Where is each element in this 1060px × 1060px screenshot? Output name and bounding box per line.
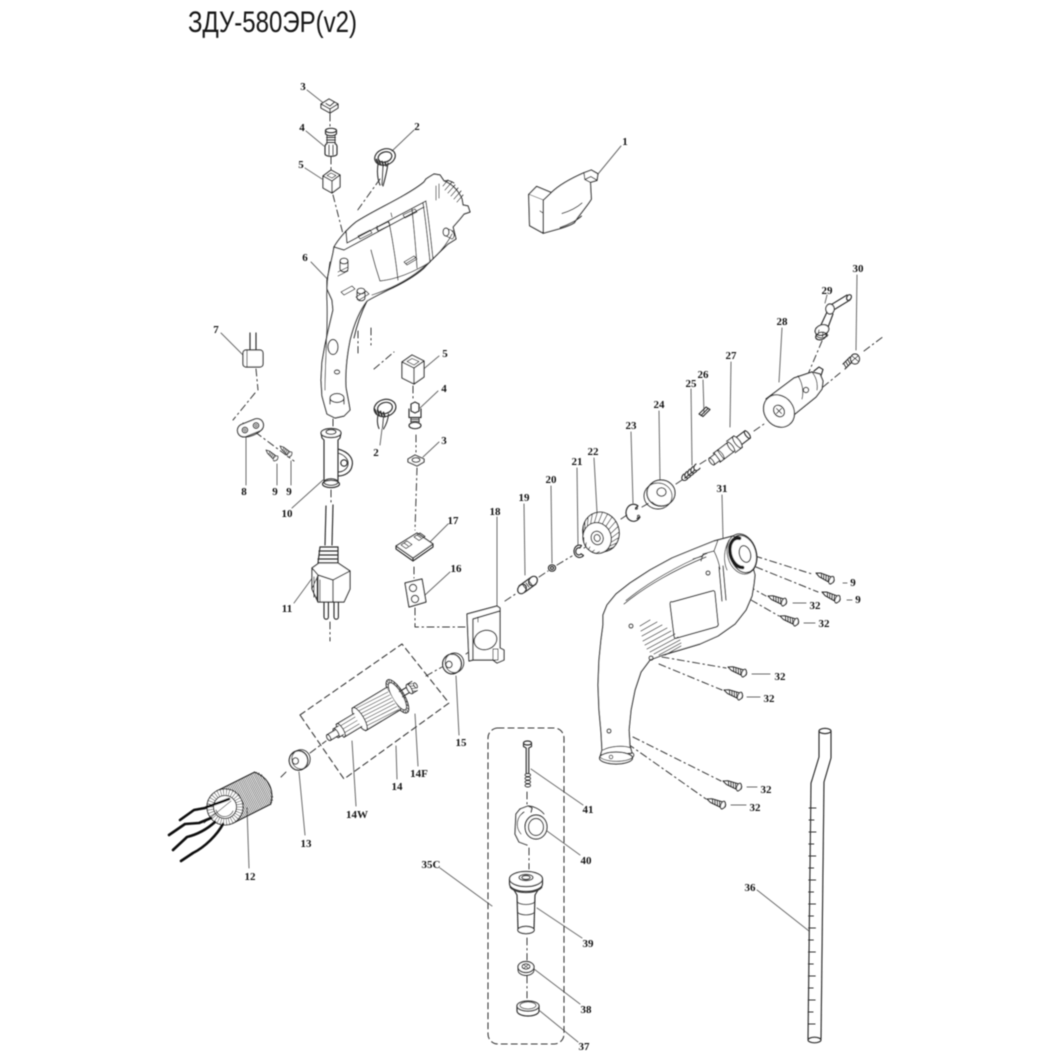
svg-text:ЗДУ-580ЭР(v2): ЗДУ-580ЭР(v2) xyxy=(188,6,357,39)
svg-text:39: 39 xyxy=(583,938,595,950)
svg-text:2: 2 xyxy=(414,121,420,133)
svg-text:18: 18 xyxy=(490,506,502,518)
svg-text:5: 5 xyxy=(298,159,304,171)
svg-text:7: 7 xyxy=(213,324,219,336)
svg-text:9: 9 xyxy=(850,577,856,589)
svg-text:35C: 35C xyxy=(422,859,441,871)
svg-text:24: 24 xyxy=(654,399,666,411)
svg-text:5: 5 xyxy=(442,348,448,360)
svg-text:20: 20 xyxy=(546,474,558,486)
svg-text:13: 13 xyxy=(301,838,313,850)
svg-text:29: 29 xyxy=(822,285,834,297)
svg-text:10: 10 xyxy=(282,508,294,520)
svg-text:6: 6 xyxy=(302,252,308,264)
svg-text:4: 4 xyxy=(299,122,305,134)
svg-text:3: 3 xyxy=(300,81,306,93)
svg-text:14: 14 xyxy=(392,781,404,793)
svg-text:22: 22 xyxy=(588,446,600,458)
svg-text:27: 27 xyxy=(726,350,738,362)
svg-text:9: 9 xyxy=(855,594,861,606)
svg-text:19: 19 xyxy=(519,492,531,504)
svg-text:8: 8 xyxy=(241,486,247,498)
svg-text:15: 15 xyxy=(456,737,468,749)
svg-text:11: 11 xyxy=(282,603,292,615)
svg-text:2: 2 xyxy=(373,447,379,459)
svg-text:41: 41 xyxy=(583,804,594,816)
svg-text:1: 1 xyxy=(622,136,628,148)
svg-text:40: 40 xyxy=(581,855,593,867)
svg-text:16: 16 xyxy=(451,563,463,575)
svg-text:31: 31 xyxy=(717,483,728,495)
svg-text:38: 38 xyxy=(581,1004,593,1016)
svg-text:14F: 14F xyxy=(410,768,428,780)
svg-text:4: 4 xyxy=(441,383,447,395)
svg-text:3: 3 xyxy=(441,435,447,447)
svg-text:21: 21 xyxy=(572,456,583,468)
svg-text:32: 32 xyxy=(764,693,776,705)
svg-text:36: 36 xyxy=(745,882,757,894)
svg-text:37: 37 xyxy=(579,1041,591,1053)
svg-text:32: 32 xyxy=(810,600,822,612)
svg-text:32: 32 xyxy=(750,802,762,814)
svg-text:32: 32 xyxy=(819,618,831,630)
svg-text:14W: 14W xyxy=(346,809,368,821)
svg-text:23: 23 xyxy=(626,420,638,432)
svg-text:32: 32 xyxy=(761,784,773,796)
svg-text:9: 9 xyxy=(286,486,292,498)
svg-text:26: 26 xyxy=(698,369,710,381)
svg-text:9: 9 xyxy=(272,486,278,498)
svg-text:28: 28 xyxy=(777,316,789,328)
svg-text:25: 25 xyxy=(686,378,698,390)
svg-text:32: 32 xyxy=(775,671,787,683)
svg-text:30: 30 xyxy=(853,263,865,275)
svg-text:12: 12 xyxy=(245,871,257,883)
svg-text:17: 17 xyxy=(448,515,460,527)
